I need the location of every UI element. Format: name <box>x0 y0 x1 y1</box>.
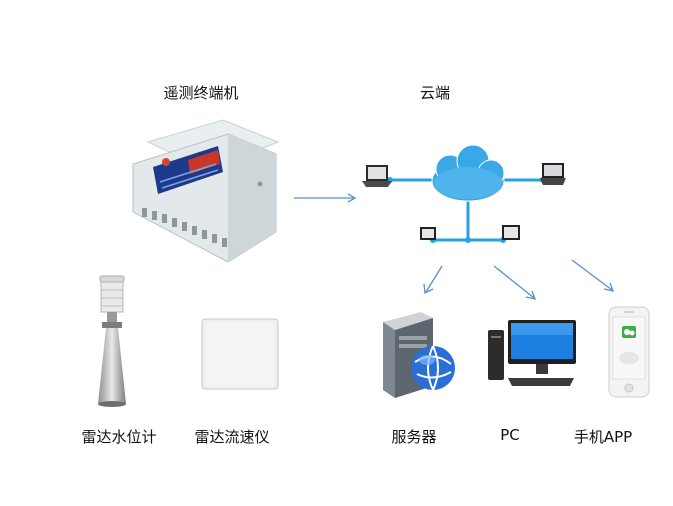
arrow-rtu-to-cloud <box>294 193 357 203</box>
smartphone-icon <box>608 306 650 398</box>
cloud-network-icon <box>358 145 573 255</box>
arrow-cloud-to-pc <box>493 265 537 300</box>
terminal-title: 遥测终端机 <box>163 84 239 102</box>
arrow-cloud-to-server <box>423 265 443 294</box>
app-label: 手机APP <box>573 428 633 446</box>
server-label: 服务器 <box>391 428 437 446</box>
radar-level-meter-icon <box>92 272 132 414</box>
pc-icon <box>486 316 578 388</box>
rtu-box-icon <box>128 112 283 272</box>
radar-flow-label: 雷达流速仪 <box>194 428 270 446</box>
radar-flow-meter-icon <box>201 318 279 390</box>
pc-label: PC <box>500 426 520 444</box>
arrow-cloud-to-app <box>571 259 615 292</box>
server-icon <box>381 310 465 402</box>
radar-level-label: 雷达水位计 <box>81 428 157 446</box>
cloud-title: 云端 <box>419 84 451 102</box>
